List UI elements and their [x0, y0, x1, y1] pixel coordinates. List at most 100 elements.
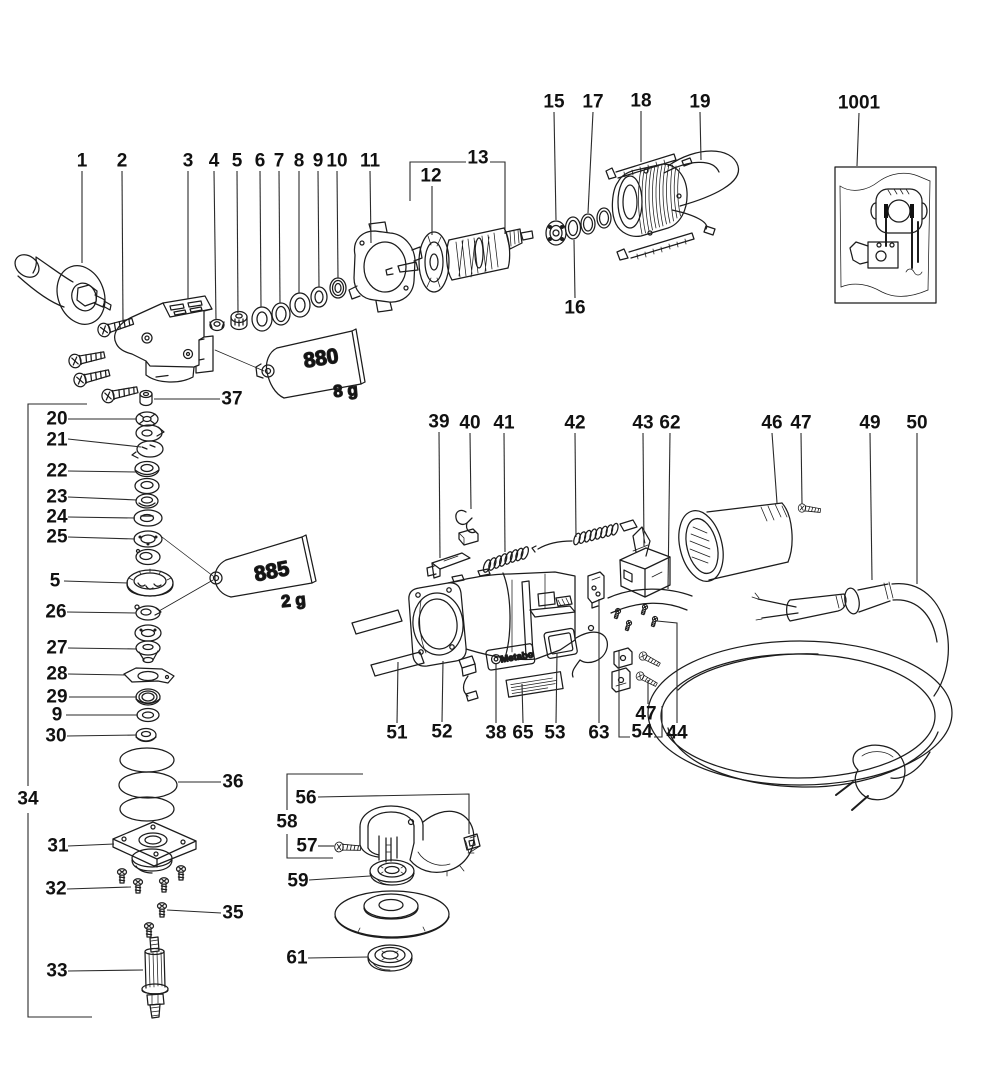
bearing-15 — [545, 220, 567, 246]
part-number-label: 24 — [46, 507, 68, 528]
field-stator — [611, 163, 688, 238]
locking-nut — [139, 389, 153, 407]
grinding-wheel — [334, 890, 450, 939]
part-number-label: 6 — [255, 151, 266, 172]
pinion-gear — [230, 310, 248, 331]
leader-line — [771, 432, 778, 504]
part-number-label: 43 — [632, 413, 653, 434]
metabo-label-plate: Metabo — [485, 643, 536, 671]
leader-line — [642, 432, 645, 547]
part-number-label: 10 — [326, 151, 347, 172]
part-number-label: 8 — [294, 151, 305, 172]
part-number-label: 20 — [46, 409, 67, 430]
part-number-label: 7 — [274, 151, 285, 172]
part-number-label: 5 — [232, 151, 243, 172]
part-number-label: 4 — [209, 151, 220, 172]
leader-line — [438, 431, 441, 559]
gear-housing — [114, 295, 265, 383]
clamping-nut — [367, 944, 413, 972]
power-switch — [619, 526, 671, 598]
leader-line — [67, 496, 138, 501]
leader-line — [278, 170, 281, 304]
housing-screws — [67, 314, 140, 405]
adjust-screws — [143, 902, 168, 938]
leader-line — [67, 647, 138, 650]
tube-885-number: 885 — [252, 557, 291, 586]
sleeve-screw — [797, 502, 822, 516]
brush-holder-set — [611, 647, 662, 693]
spindle — [141, 936, 169, 1019]
leader-line — [67, 536, 136, 540]
part-number-label: 34 — [17, 789, 39, 810]
tube-880-number: 880 — [302, 344, 340, 372]
brand-text: Metabo — [500, 649, 535, 665]
leader-line — [121, 170, 124, 324]
leader-line — [654, 706, 663, 738]
part-number-label: 1 — [77, 151, 88, 172]
part-number-label: 57 — [296, 836, 317, 857]
leader-line — [555, 652, 558, 724]
part-number-label: 44 — [666, 723, 688, 744]
coil-spring — [482, 546, 530, 573]
leader-line — [553, 111, 557, 221]
leader-line — [409, 161, 466, 201]
motor-cover-sleeve — [678, 502, 793, 582]
leader-line — [396, 661, 399, 724]
leader-line — [166, 909, 222, 914]
switch-wires-arc — [607, 588, 693, 614]
leader-line — [369, 170, 372, 244]
part-number-label: 16 — [564, 298, 585, 319]
bottom-bearing-flange — [112, 821, 197, 874]
carbon-brush — [458, 655, 479, 702]
leader-line — [308, 875, 371, 881]
part-number-label: 35 — [222, 903, 244, 924]
leader-line — [574, 432, 577, 538]
armature — [385, 227, 534, 293]
wire-clip — [455, 509, 479, 546]
part-number-label: 17 — [582, 92, 603, 113]
bearing-6 — [251, 306, 273, 332]
leader-line — [336, 170, 339, 279]
part-number-label: 12 — [420, 166, 441, 187]
part-number-label: 61 — [286, 948, 308, 969]
part-number-label: 32 — [45, 879, 66, 900]
leader-line — [490, 161, 506, 234]
leader-line — [469, 432, 472, 510]
leader-line — [667, 432, 671, 590]
part-number-label: 27 — [46, 638, 67, 659]
switch-rod — [531, 519, 638, 553]
part-number-label: 62 — [659, 413, 680, 434]
wiring-diagram-card — [834, 166, 937, 304]
tube-880-weight: 8 g — [332, 380, 358, 401]
leader-line — [259, 170, 262, 308]
leader-line — [66, 886, 132, 890]
part-number-label: 59 — [287, 871, 308, 892]
part-number-label: 29 — [46, 687, 67, 708]
part-number-label: 28 — [46, 664, 67, 685]
part-number-label: 30 — [45, 726, 66, 747]
leader-line — [503, 432, 506, 553]
leader-line — [441, 660, 444, 723]
part-number-label: 11 — [360, 151, 381, 172]
leader-line — [521, 683, 524, 724]
part-number-label: 33 — [46, 961, 67, 982]
wheel-guard — [359, 805, 477, 877]
terminal-bracket — [587, 571, 605, 609]
leader-line — [699, 111, 702, 161]
rating-plate — [505, 671, 564, 698]
part-number-label: 58 — [276, 812, 297, 833]
leader-line — [66, 611, 137, 614]
part-number-label: 31 — [47, 836, 69, 857]
leader-line — [317, 793, 470, 834]
leader-line — [618, 651, 630, 738]
field-wires — [663, 150, 740, 236]
part-number-label: 39 — [428, 412, 449, 433]
o-rings — [118, 747, 178, 822]
leader-line — [213, 170, 217, 321]
guard-screw — [333, 841, 362, 854]
part-number-label: 47 — [790, 413, 811, 434]
washer-9 — [310, 286, 328, 308]
part-number-label: 53 — [544, 723, 565, 744]
part-number-label: 13 — [467, 148, 488, 169]
